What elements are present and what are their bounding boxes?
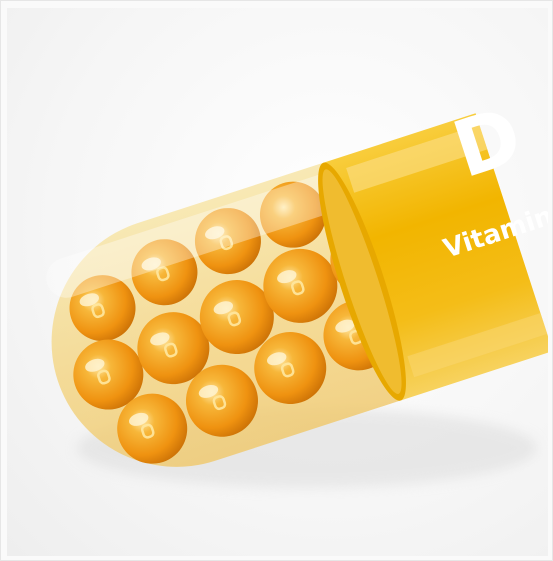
softgel-bead-icon bbox=[194, 208, 261, 275]
softgel-bead-icon bbox=[254, 332, 327, 405]
softgel-bead-icon bbox=[263, 248, 338, 323]
softgel-bead-icon bbox=[131, 239, 198, 306]
capsule-illustration-svg: D Vitamin bbox=[46, 90, 548, 488]
vitamin-d-capsule-photo: D Vitamin bbox=[7, 8, 548, 556]
softgel-bead-icon bbox=[185, 364, 258, 437]
softgel-bead-icon bbox=[259, 181, 326, 248]
capsule-band bbox=[318, 113, 548, 401]
softgel-bead-icon bbox=[199, 280, 274, 355]
softgel-bead-icon bbox=[137, 312, 210, 385]
